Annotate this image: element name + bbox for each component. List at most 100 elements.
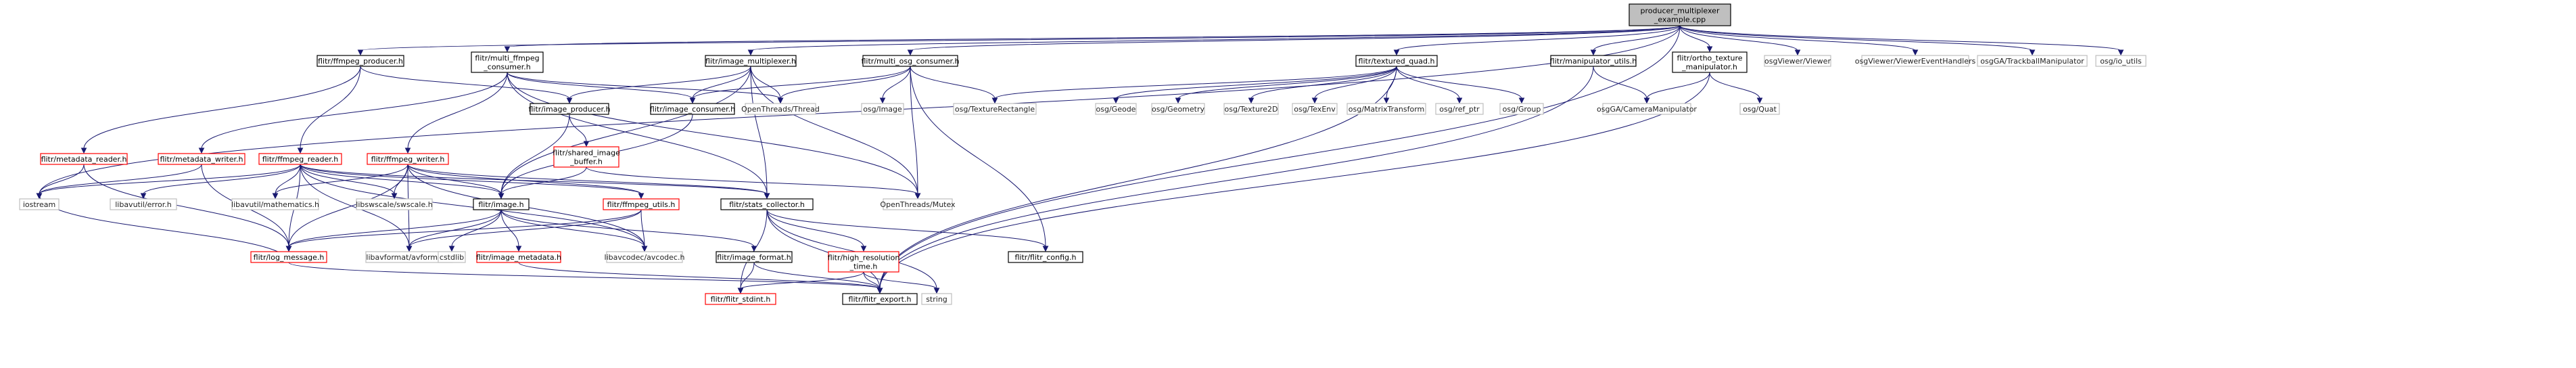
node-stats-collector[interactable]: flitr/stats_collector.h [720,198,814,210]
node-libavutil-math[interactable]: libavutil/mathematics.h [231,198,319,210]
node-iostream[interactable]: iostream [19,198,60,210]
node-metadata-writer[interactable]: flitr/metadata_writer.h [158,153,245,165]
edge-line [39,164,301,195]
node-shared-image-buffer[interactable]: flitr/shared_image_buffer.h [553,146,620,168]
node-osgViewer[interactable]: osgViewer/Viewer [1764,55,1831,67]
node-box [1861,55,1969,67]
edge-arrowhead [689,97,696,104]
node-ortho-texture[interactable]: flitr/ortho_texture_manipulator.h [1672,51,1748,73]
node-label: flitr/ffmpeg_utils.h [607,200,676,209]
node-label: OpenThreads/Mutex [880,200,956,209]
edge-high_res_time-to-flitr_export [863,271,883,294]
edge-line [407,164,642,195]
node-osgViewerEvent[interactable]: osgViewer/ViewerEventHandlers [1855,55,1976,67]
node-image[interactable]: flitr/image.h [473,198,530,210]
node-openthreads-mutex[interactable]: OpenThreads/Mutex [880,198,956,210]
node-textured-quad[interactable]: flitr/textured_quad.h [1355,55,1438,67]
node-box [1977,55,2088,67]
node-osg-quat[interactable]: osg/Quat [1739,103,1780,115]
node-flitr-export[interactable]: flitr/flitr_export.h [842,293,918,305]
node-metadata-reader[interactable]: flitr/metadata_reader.h [40,153,128,165]
node-ffmpeg-utils[interactable]: flitr/ffmpeg_utils.h [603,198,680,210]
edge-ffmpeg_utils-to-libavcodec [640,209,648,252]
node-box [438,251,466,263]
edge-line [753,262,881,290]
edge-arrowhead [498,193,505,200]
node-box [953,103,1037,115]
node-image-format[interactable]: flitr/image_format.h [716,251,793,263]
node-osg-mattrans[interactable]: osg/MatrixTransform [1346,103,1426,115]
node-osg-image[interactable]: osg/Image [861,103,904,115]
node-osg-group[interactable]: osg/Group [1499,103,1544,115]
node-osgGATrackball[interactable]: osgGA/TrackballManipulator [1977,55,2088,67]
node-label: osg/io_utils [2100,57,2142,66]
edge-image_multiplexer-to-image_consumer [689,66,751,104]
node-osg-tex2d[interactable]: osg/Texture2D [1223,103,1279,115]
edge-line [692,66,911,99]
edge-arrowhead [448,246,455,252]
edge-arrowhead [80,147,87,154]
edge-line [750,66,918,195]
node-label: flitr/high_resolution [828,254,900,262]
edge-textured_quad-to-flitr_export [876,66,1397,294]
node-label: flitr/ffmpeg_producer.h [318,57,403,66]
edge-arrowhead [1113,97,1119,104]
node-label: flitr/image_format.h [717,253,791,262]
node-high-res-time[interactable]: flitr/high_resolution_time.h [828,251,900,273]
edge-arrowhead [297,147,304,154]
node-image-metadata[interactable]: flitr/image_metadata.h [476,251,561,263]
node-osg-texrect[interactable]: osg/TextureRectangle [953,103,1037,115]
node-flitr-config[interactable]: flitr/flitr_config.h [1008,251,1083,263]
node-box [650,103,735,115]
edge-arrowhead [638,193,645,200]
node-image-multiplexer[interactable]: flitr/image_multiplexer.h [705,55,797,67]
edge-arrowhead [747,49,754,56]
node-libswscale[interactable]: libswscale/swscale.h [356,198,433,210]
edge-line [500,114,570,195]
node-osgio[interactable]: osg/io_utils [2095,55,2147,67]
node-ffmpeg-reader[interactable]: flitr/ffmpeg_reader.h [258,153,342,165]
edge-textured_quad-to-osg_refptr [1396,66,1463,104]
node-label: osg/Texture2D [1225,105,1278,114]
node-manipulator-utils[interactable]: flitr/manipulator_utils.h [1550,55,1637,67]
edge-line [910,25,1681,51]
node-cstdlib[interactable]: cstdlib [438,251,466,263]
node-log-message[interactable]: flitr/log_message.h [250,251,327,263]
node-image-producer[interactable]: flitr/image_producer.h [528,103,611,115]
edge-line [1679,25,1916,51]
edge-line [569,114,587,143]
edge-image-to-log_message [285,209,502,252]
node-root[interactable]: producer_multiplexer_example.cpp [1629,3,1731,26]
node-osg-geometry[interactable]: osg/Geometry [1151,103,1205,115]
edge-line [994,66,1397,99]
edge-image_producer-to-shared_image_buffer [569,114,590,147]
node-string[interactable]: string [921,293,952,305]
node-libavformat[interactable]: libavformat/avformat.h [365,251,453,263]
node-ffmpeg-writer[interactable]: flitr/ffmpeg_writer.h [367,153,449,165]
edge-multi_osg_consumer-to-osg_texrect [910,66,998,104]
node-multi-ffmpeg-consumer[interactable]: flitr/multi_ffmpeg_consumer.h [471,51,544,73]
node-image-consumer[interactable]: flitr/image_consumer.h [650,103,735,115]
node-box [1739,103,1780,115]
edge-stats_collector-to-flitr_config [766,209,1049,252]
node-label: libswscale/swscale.h [356,200,432,209]
edge-line [451,209,502,248]
edge-arrowhead [583,141,590,147]
node-libavutil-error[interactable]: libavutil/error.h [110,198,177,210]
node-label: osg/MatrixTransform [1349,105,1425,114]
node-osg-geode[interactable]: osg/Geode [1095,103,1137,115]
edge-line [300,164,642,195]
node-osg-texenv[interactable]: osg/TexEnv [1292,103,1338,115]
edge-line [39,164,85,195]
edge-line [288,262,881,290]
node-osgga-camman[interactable]: osgGA/CameraManipulator [1597,103,1697,115]
node-libavcodec[interactable]: libavcodec/avcodec.h [605,251,685,263]
node-openthreads-thread[interactable]: OpenThreads/Thread [741,103,820,115]
node-osg-refptr[interactable]: osg/ref_ptr [1435,103,1484,115]
node-box [716,251,793,263]
node-flitr-stdint[interactable]: flitr/flitr_stdint.h [705,293,776,305]
edge-line [1250,66,1397,99]
node-multi-osg-consumer[interactable]: flitr/multi_osg_consumer.h [862,55,960,67]
node-ffmpeg-producer[interactable]: flitr/ffmpeg_producer.h [317,55,404,67]
edge-textured_quad-to-osg_geode [1113,66,1397,104]
